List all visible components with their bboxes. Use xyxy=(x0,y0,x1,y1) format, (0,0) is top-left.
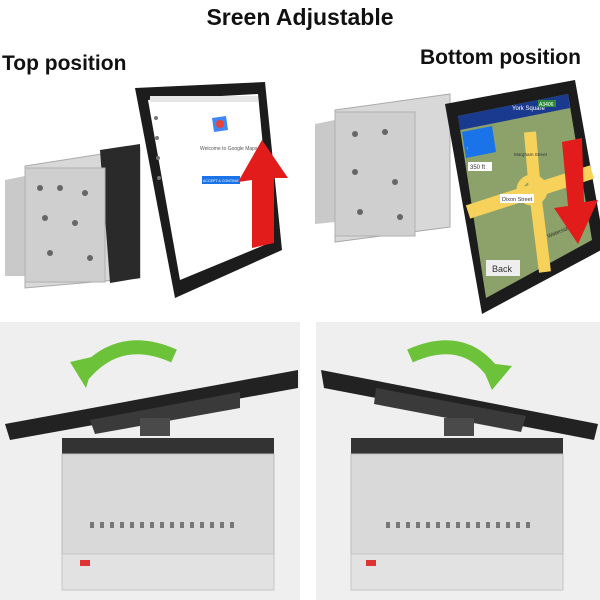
distance-label: 350 ft xyxy=(470,165,485,171)
accept-button[interactable] xyxy=(202,176,240,184)
radio-unit-side xyxy=(5,370,298,591)
street-two-label: Margham Street xyxy=(514,152,548,157)
bottom-position-label: Bottom position xyxy=(420,46,581,69)
top-position-label: Top position xyxy=(2,52,127,75)
street-badge: A3406 xyxy=(539,102,554,108)
maps-pin-icon xyxy=(212,116,228,132)
street-header: York Square xyxy=(512,106,545,112)
page-title: Sreen Adjustable xyxy=(206,4,394,30)
accept-button-label: ACCEPT & CONTINUE xyxy=(203,179,241,183)
rotate-forward-icon xyxy=(407,340,512,390)
back-button[interactable] xyxy=(486,260,520,276)
road-a-label: Dixon Street xyxy=(502,197,533,203)
back-button-label: Back xyxy=(492,264,513,274)
tilted-screen-bottom: York Square A3406 ↑ 350 ft Dixon Street … xyxy=(445,80,600,314)
turn-hint: ↑ xyxy=(466,146,469,152)
radio-unit-side xyxy=(321,370,598,591)
bottom-position-photo: York Square A3406 ↑ 350 ft Dixon Street … xyxy=(315,80,600,314)
down-arrow-icon xyxy=(554,138,598,244)
up-arrow-icon xyxy=(238,140,288,248)
radio-chassis xyxy=(5,144,141,289)
rotate-back-photo xyxy=(0,322,300,600)
rotate-back-icon xyxy=(70,340,177,388)
rotate-forward-photo xyxy=(316,322,600,600)
radio-chassis xyxy=(315,93,451,243)
tilted-screen-top: Welcome to Google Maps ACCEPT & CONTINUE xyxy=(135,82,282,298)
top-position-photo: Welcome to Google Maps ACCEPT & CONTINUE xyxy=(5,82,288,298)
welcome-text: Welcome to Google Maps xyxy=(200,146,258,152)
